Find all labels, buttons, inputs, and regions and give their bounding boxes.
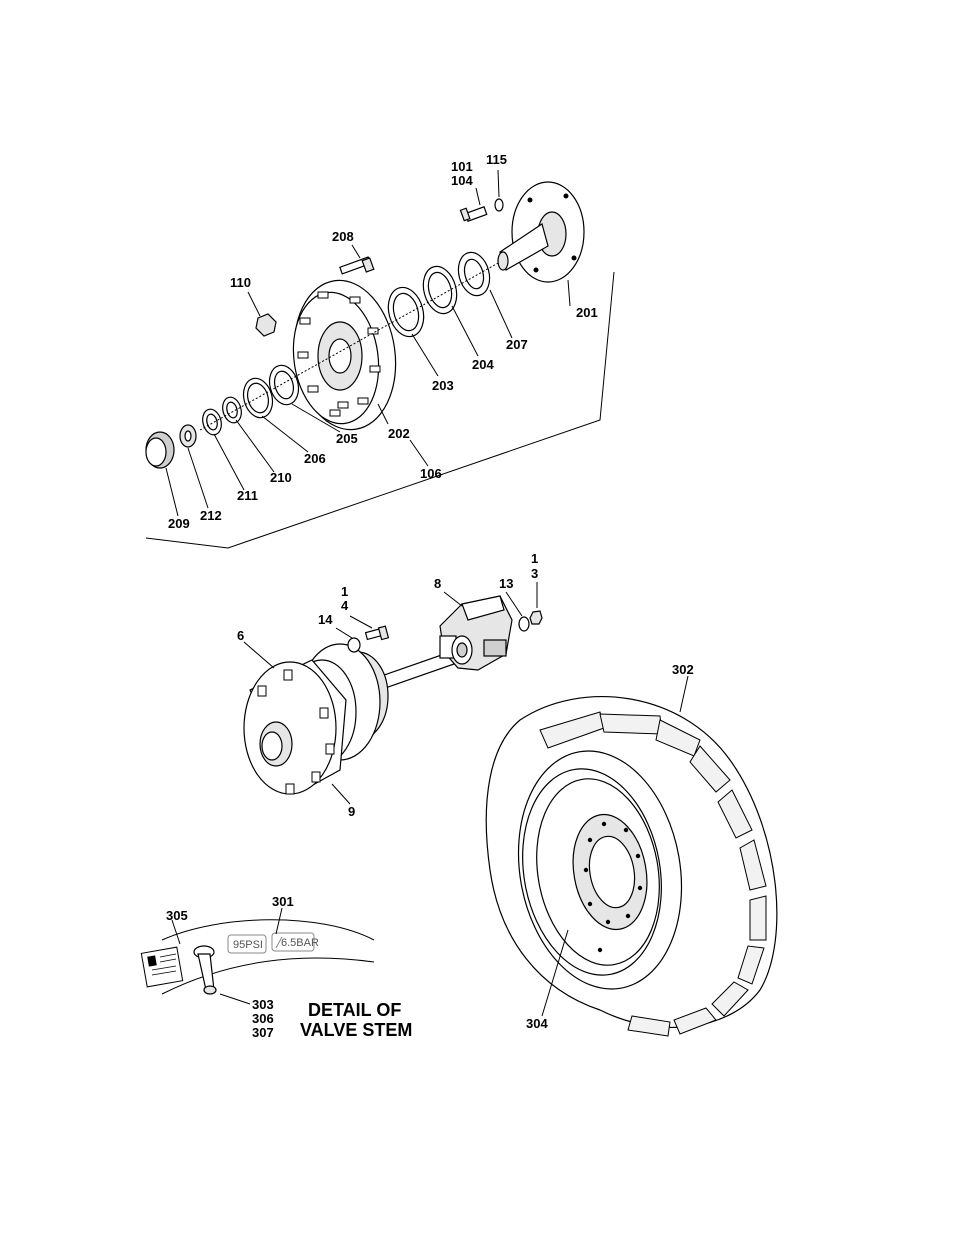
callout-13: 13 <box>499 576 513 591</box>
dust-cap-209 <box>145 431 175 469</box>
callout-202: 202 <box>388 426 410 441</box>
callout-306: 306 <box>252 1011 274 1026</box>
callout-208: 208 <box>332 229 354 244</box>
callout-6: 6 <box>237 628 244 643</box>
sidewall-arc-inner <box>161 957 375 995</box>
callout-1-motor: 1 <box>531 551 538 566</box>
decal-305 <box>140 946 184 988</box>
callout-302: 302 <box>672 662 694 677</box>
callout-3: 3 <box>531 566 538 581</box>
callout-204: 204 <box>472 357 494 372</box>
castle-nut-212 <box>179 424 197 448</box>
callout-115: 115 <box>486 152 507 167</box>
hydraulic-motor-8 <box>439 595 513 671</box>
callout-110: 110 <box>230 275 251 290</box>
hub-assembly-group: 101 104 115 208 110 201 207 204 203 202 … <box>145 152 615 549</box>
callout-14: 14 <box>318 612 333 627</box>
stud-208 <box>339 256 375 275</box>
washer-211 <box>202 408 222 436</box>
callout-205: 205 <box>336 431 358 446</box>
sidewall-arc-outer <box>161 919 375 941</box>
sidewall-marking-301: 95PSI 6.5BAR <box>227 932 319 954</box>
detail-title-line1: DETAIL OF <box>308 1000 401 1020</box>
hub-202 <box>292 279 397 431</box>
callout-305: 305 <box>166 908 188 923</box>
washer-13 <box>518 616 530 632</box>
callout-101: 101 <box>451 159 473 174</box>
callout-203: 203 <box>432 378 454 393</box>
callout-201: 201 <box>576 305 598 320</box>
sidewall-psi-text: 95PSI <box>233 939 263 951</box>
washer-115 <box>494 198 504 212</box>
bolt-4 <box>364 625 390 641</box>
callout-211: 211 <box>237 488 258 503</box>
tire-wheel-group: 302 304 <box>485 662 778 1037</box>
callout-207: 207 <box>506 337 528 352</box>
seal-207 <box>457 251 491 297</box>
callout-307: 307 <box>252 1025 274 1040</box>
nut-3 <box>529 610 543 625</box>
drive-assembly-group: 1 3 8 13 1 4 14 6 9 <box>237 551 689 819</box>
leader-lines-middle <box>243 582 689 805</box>
spindle-flange-201 <box>497 181 585 283</box>
nut-110 <box>255 313 277 337</box>
valve-stem-303 <box>193 945 217 995</box>
callout-9: 9 <box>348 804 355 819</box>
race-205 <box>268 364 300 406</box>
bolt-101 <box>459 206 488 222</box>
leader-lines-detail <box>171 907 283 1005</box>
callout-8: 8 <box>434 576 441 591</box>
callout-303: 303 <box>252 997 274 1012</box>
callout-104: 104 <box>451 173 473 188</box>
rim-304 <box>522 768 662 976</box>
callout-4: 4 <box>341 598 349 613</box>
bearing-206 <box>242 377 274 419</box>
callout-106: 106 <box>420 466 442 481</box>
detail-title-line2: VALVE STEM <box>300 1020 412 1040</box>
callout-209: 209 <box>168 516 190 531</box>
callout-301: 301 <box>272 894 294 909</box>
callout-304: 304 <box>526 1016 548 1031</box>
callout-212: 212 <box>200 508 222 523</box>
bearing-cup-204 <box>422 265 458 315</box>
callout-210: 210 <box>270 470 292 485</box>
group-bracket-106 <box>145 271 615 549</box>
bearing-cone-203 <box>387 286 425 338</box>
leader-lines-upper <box>165 169 571 517</box>
callout-206: 206 <box>304 451 326 466</box>
drive-hub-6 <box>243 643 389 795</box>
washer-14 <box>347 637 361 653</box>
sidewall-bar-text: 6.5BAR <box>281 937 319 949</box>
callout-1-bolt: 1 <box>341 584 348 599</box>
washer-210 <box>222 396 242 424</box>
valve-stem-detail-group: 95PSI 6.5BAR 301 305 <box>140 894 412 1040</box>
